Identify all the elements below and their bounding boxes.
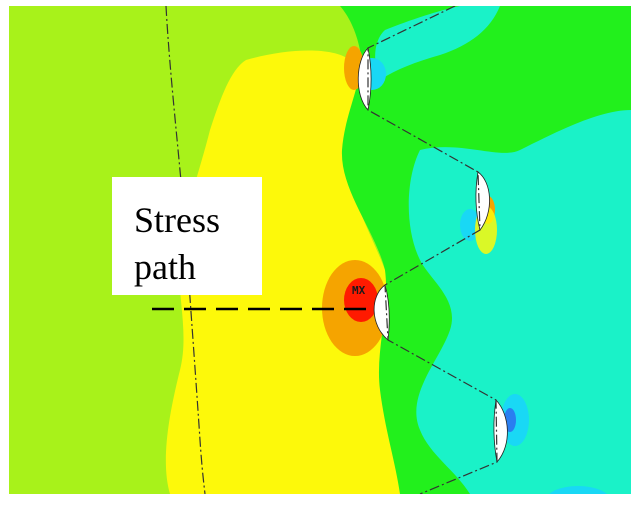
profile-boundary-line <box>367 6 498 494</box>
contour-band-cyan-top <box>375 6 500 80</box>
max-stress-marker: MX <box>352 284 366 297</box>
contour-band-light-blue-1 <box>549 486 607 494</box>
contour-band-red <box>344 278 378 322</box>
stress-path-annotation: Stress path <box>112 177 262 295</box>
annotation-line-2: path <box>134 247 196 287</box>
contour-band-yellow <box>165 50 431 494</box>
annotation-line-1: Stress <box>134 200 221 240</box>
contour-band-cyan <box>408 110 631 494</box>
